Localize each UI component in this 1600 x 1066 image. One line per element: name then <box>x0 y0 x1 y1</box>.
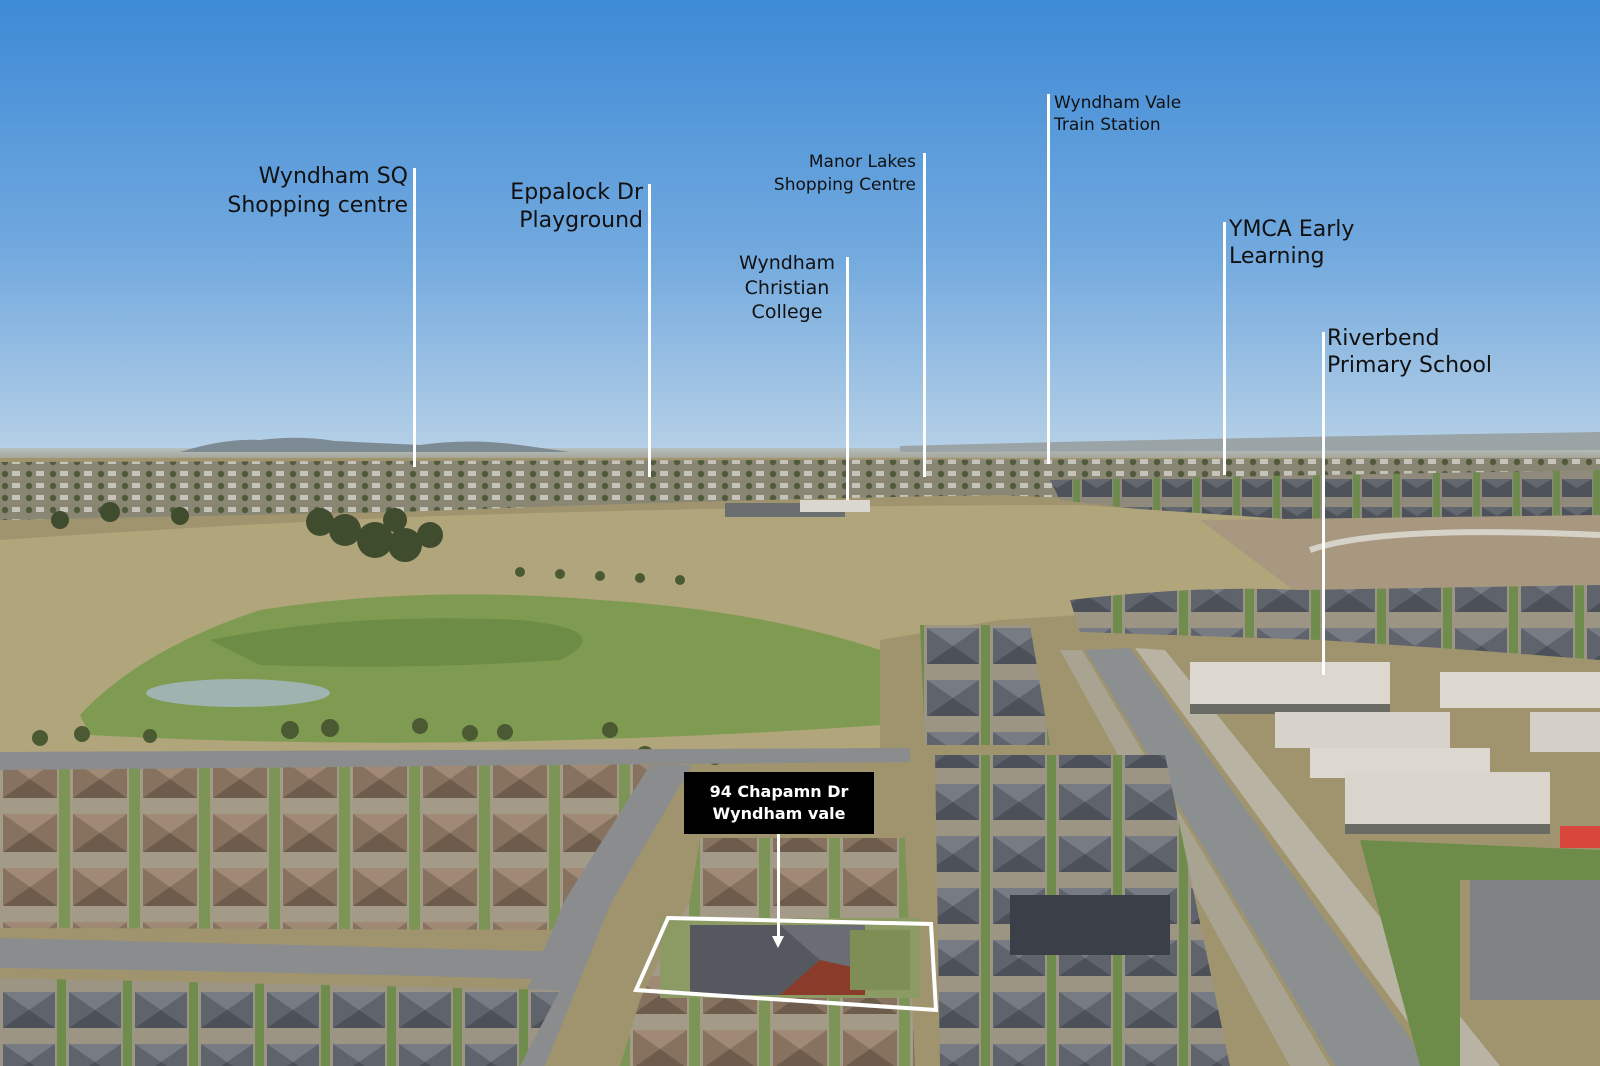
property-address-line: 94 Chapamn Dr <box>709 782 849 801</box>
landmark-label-line: YMCA Early <box>1229 217 1355 242</box>
curved-road <box>1308 529 1600 553</box>
landmark-label-wyndham-sq: Wyndham SQ Shopping centre <box>227 163 408 220</box>
pointer-line-wyndham-sq <box>413 168 416 467</box>
tree-cluster <box>51 502 443 562</box>
sky <box>0 0 1600 460</box>
landmark-label-riverbend: Riverbend Primary School <box>1327 326 1492 379</box>
landmark-label-line: Christian <box>744 276 830 299</box>
lower-street <box>0 938 570 980</box>
landmark-label-line: Primary School <box>1327 352 1493 378</box>
property-outline <box>633 915 939 1013</box>
landmark-label-line: Learning <box>1229 243 1325 269</box>
housing-estate-right <box>1070 585 1600 660</box>
main-road <box>1085 648 1430 1066</box>
landmark-label-line: Wyndham <box>739 252 835 274</box>
landmark-label-line: Shopping Centre <box>773 174 916 195</box>
distant-town <box>0 458 1600 520</box>
landmark-label-eppalock: Eppalock Dr Playground <box>510 179 643 234</box>
landmark-label-line: Eppalock Dr <box>510 180 643 205</box>
landmark-label-line: Manor Lakes <box>808 152 916 172</box>
solar-house <box>1010 895 1170 955</box>
landmark-label-manor-lakes: Manor Lakes Shopping Centre <box>774 151 916 196</box>
landmark-label-christian-college: Wyndham Christian College <box>712 251 862 325</box>
property-suburb-line: Wyndham vale <box>712 804 846 823</box>
pointer-line-ymca <box>1223 222 1226 475</box>
wetland-patch <box>210 618 583 667</box>
school-buildings <box>1190 662 1600 848</box>
housing-estate-left <box>0 764 680 930</box>
pointer-line-riverbend <box>1322 332 1325 675</box>
distant-mountains <box>180 437 570 452</box>
pointer-line-manor-lakes <box>923 153 926 477</box>
far-suburb <box>1050 470 1600 522</box>
upper-street <box>0 748 910 770</box>
arrow-down-icon <box>772 936 784 948</box>
right-parkland <box>1200 515 1600 610</box>
landmark-label-line: Shopping centre <box>227 192 408 218</box>
college-buildings <box>725 500 870 517</box>
landmark-label-line: Riverbend <box>1327 326 1440 351</box>
landmark-label-line: College <box>751 301 823 323</box>
property-arrow-line <box>777 834 780 938</box>
housing-block-center-top <box>920 625 1050 745</box>
pointer-line-train-station <box>1047 94 1050 464</box>
landmark-label-line: Train Station <box>1054 115 1161 135</box>
road-verge-left <box>1060 650 1330 1066</box>
grass-right <box>1360 840 1600 1066</box>
landmark-label-line: Playground <box>519 207 643 233</box>
pointer-line-eppalock <box>648 184 651 477</box>
pond <box>146 679 330 707</box>
highlighted-house <box>660 918 920 998</box>
parking-lot <box>1470 880 1600 1000</box>
property-address-box: 94 Chapamn Dr Wyndham vale <box>684 772 874 834</box>
distant-hills-right <box>900 432 1600 452</box>
housing-estate-bottom-left <box>0 978 560 1066</box>
landmark-label-line: Wyndham Vale <box>1054 93 1182 113</box>
landmark-label-ymca: YMCA Early Learning <box>1229 217 1354 270</box>
landmark-label-train-station: Wyndham Vale Train Station <box>1054 92 1181 136</box>
pointer-line-christian-college <box>846 257 849 500</box>
landmark-label-line: Wyndham SQ <box>258 164 408 189</box>
